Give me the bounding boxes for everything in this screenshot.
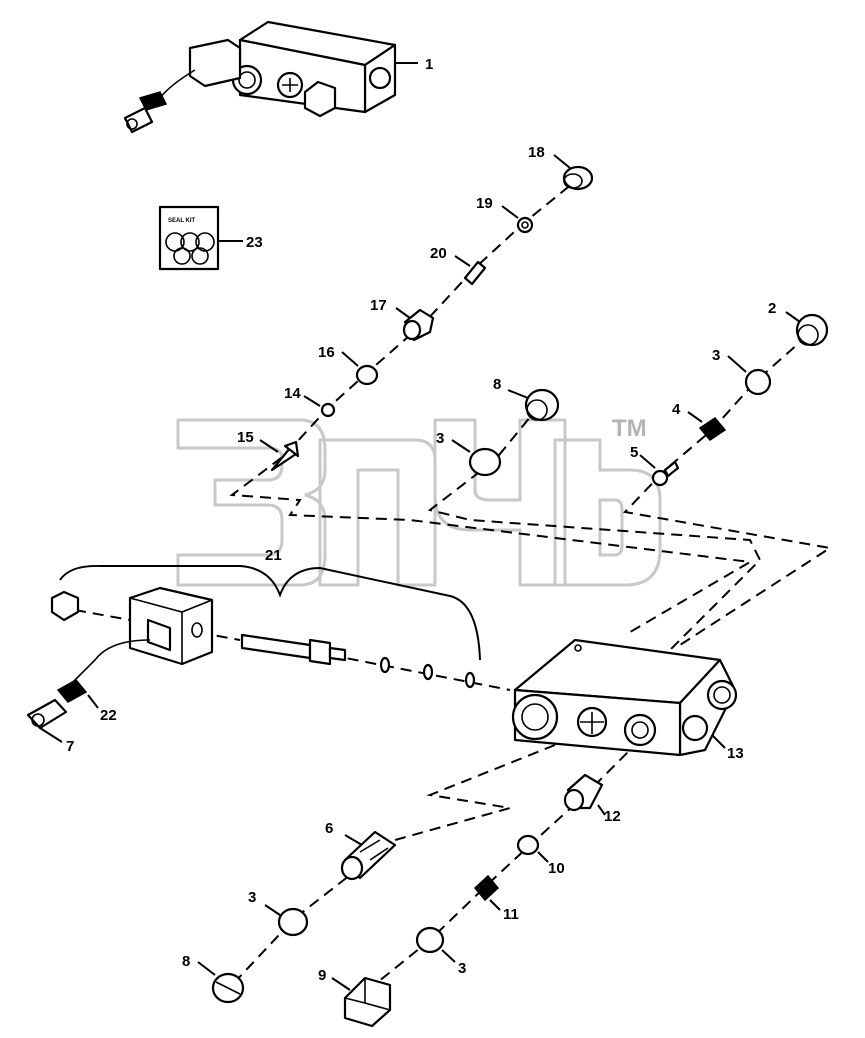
part-16-oring bbox=[355, 364, 379, 386]
callout-2: 2 bbox=[768, 300, 776, 317]
callout-16: 16 bbox=[318, 344, 335, 361]
callout-8-lower: 8 bbox=[182, 953, 190, 970]
part-1-valve-assembly bbox=[123, 20, 397, 134]
assembly-dashed-paths bbox=[74, 174, 833, 991]
callout-15: 15 bbox=[237, 429, 254, 446]
part-5-screw bbox=[651, 460, 680, 487]
part-21-solenoid bbox=[26, 564, 481, 730]
part-4-spring bbox=[698, 417, 727, 441]
leader-lines bbox=[39, 62, 801, 991]
callout-3-right: 3 bbox=[712, 347, 720, 364]
callout-7: 7 bbox=[66, 738, 74, 755]
callout-3-middle: 3 bbox=[436, 430, 444, 447]
seal-kit-label: SEAL KIT bbox=[168, 218, 196, 224]
part-3-oring-middle bbox=[468, 447, 502, 477]
callout-18: 18 bbox=[528, 144, 545, 161]
watermark: TM bbox=[176, 415, 662, 587]
part-8-plug-lower bbox=[211, 972, 245, 1004]
watermark-letter-3 bbox=[176, 418, 327, 587]
callout-9: 9 bbox=[318, 967, 326, 984]
part-15-needle bbox=[270, 440, 300, 472]
watermark-letter-ch bbox=[433, 418, 567, 587]
part-8-plug-upper bbox=[524, 388, 560, 422]
part-10-oring bbox=[516, 834, 540, 856]
part-17-fitting bbox=[402, 308, 435, 342]
part-2-plug bbox=[795, 313, 829, 347]
callout-1: 1 bbox=[425, 56, 433, 73]
callout-22: 22 bbox=[100, 707, 117, 724]
part-21-bracket bbox=[59, 564, 481, 661]
part-3-oring-right bbox=[744, 368, 772, 396]
callout-13: 13 bbox=[727, 745, 744, 762]
callout-3-lower-right: 3 bbox=[458, 960, 466, 977]
watermark-letter-b bbox=[553, 438, 662, 587]
callout-8-upper: 8 bbox=[493, 376, 501, 393]
watermark-letter-p bbox=[318, 438, 437, 587]
part-12-sleeve bbox=[563, 773, 604, 812]
callout-23: 23 bbox=[246, 234, 263, 251]
part-6-spool bbox=[340, 830, 397, 881]
callout-20: 20 bbox=[430, 245, 447, 262]
part-20-pin bbox=[463, 260, 487, 286]
callout-5: 5 bbox=[630, 444, 638, 461]
callout-14: 14 bbox=[284, 385, 301, 402]
callout-4: 4 bbox=[672, 401, 681, 418]
callout-17: 17 bbox=[370, 297, 387, 314]
part-9-fitting bbox=[343, 976, 392, 1028]
callout-3-lower-left: 3 bbox=[248, 889, 256, 906]
part-19-nut bbox=[516, 216, 534, 234]
part-13-valve-body bbox=[511, 638, 738, 757]
callout-11: 11 bbox=[503, 906, 519, 923]
callout-21: 21 bbox=[265, 547, 282, 564]
part-23-seal-kit: SEAL KIT bbox=[158, 205, 220, 271]
callout-labels: 1 18 19 23 20 17 2 16 3 8 14 4 3 15 5 21… bbox=[66, 56, 776, 984]
part-18-plug bbox=[562, 165, 594, 191]
part-3-oring-lower-left bbox=[277, 907, 309, 937]
callout-6: 6 bbox=[325, 820, 333, 837]
part-14-ball bbox=[320, 402, 336, 418]
part-3-oring-lower-right bbox=[415, 926, 445, 954]
callout-19: 19 bbox=[476, 195, 493, 212]
watermark-trademark: TM bbox=[612, 415, 647, 442]
callout-12: 12 bbox=[604, 808, 621, 825]
callout-10: 10 bbox=[548, 860, 565, 877]
part-11-spring bbox=[473, 874, 500, 902]
